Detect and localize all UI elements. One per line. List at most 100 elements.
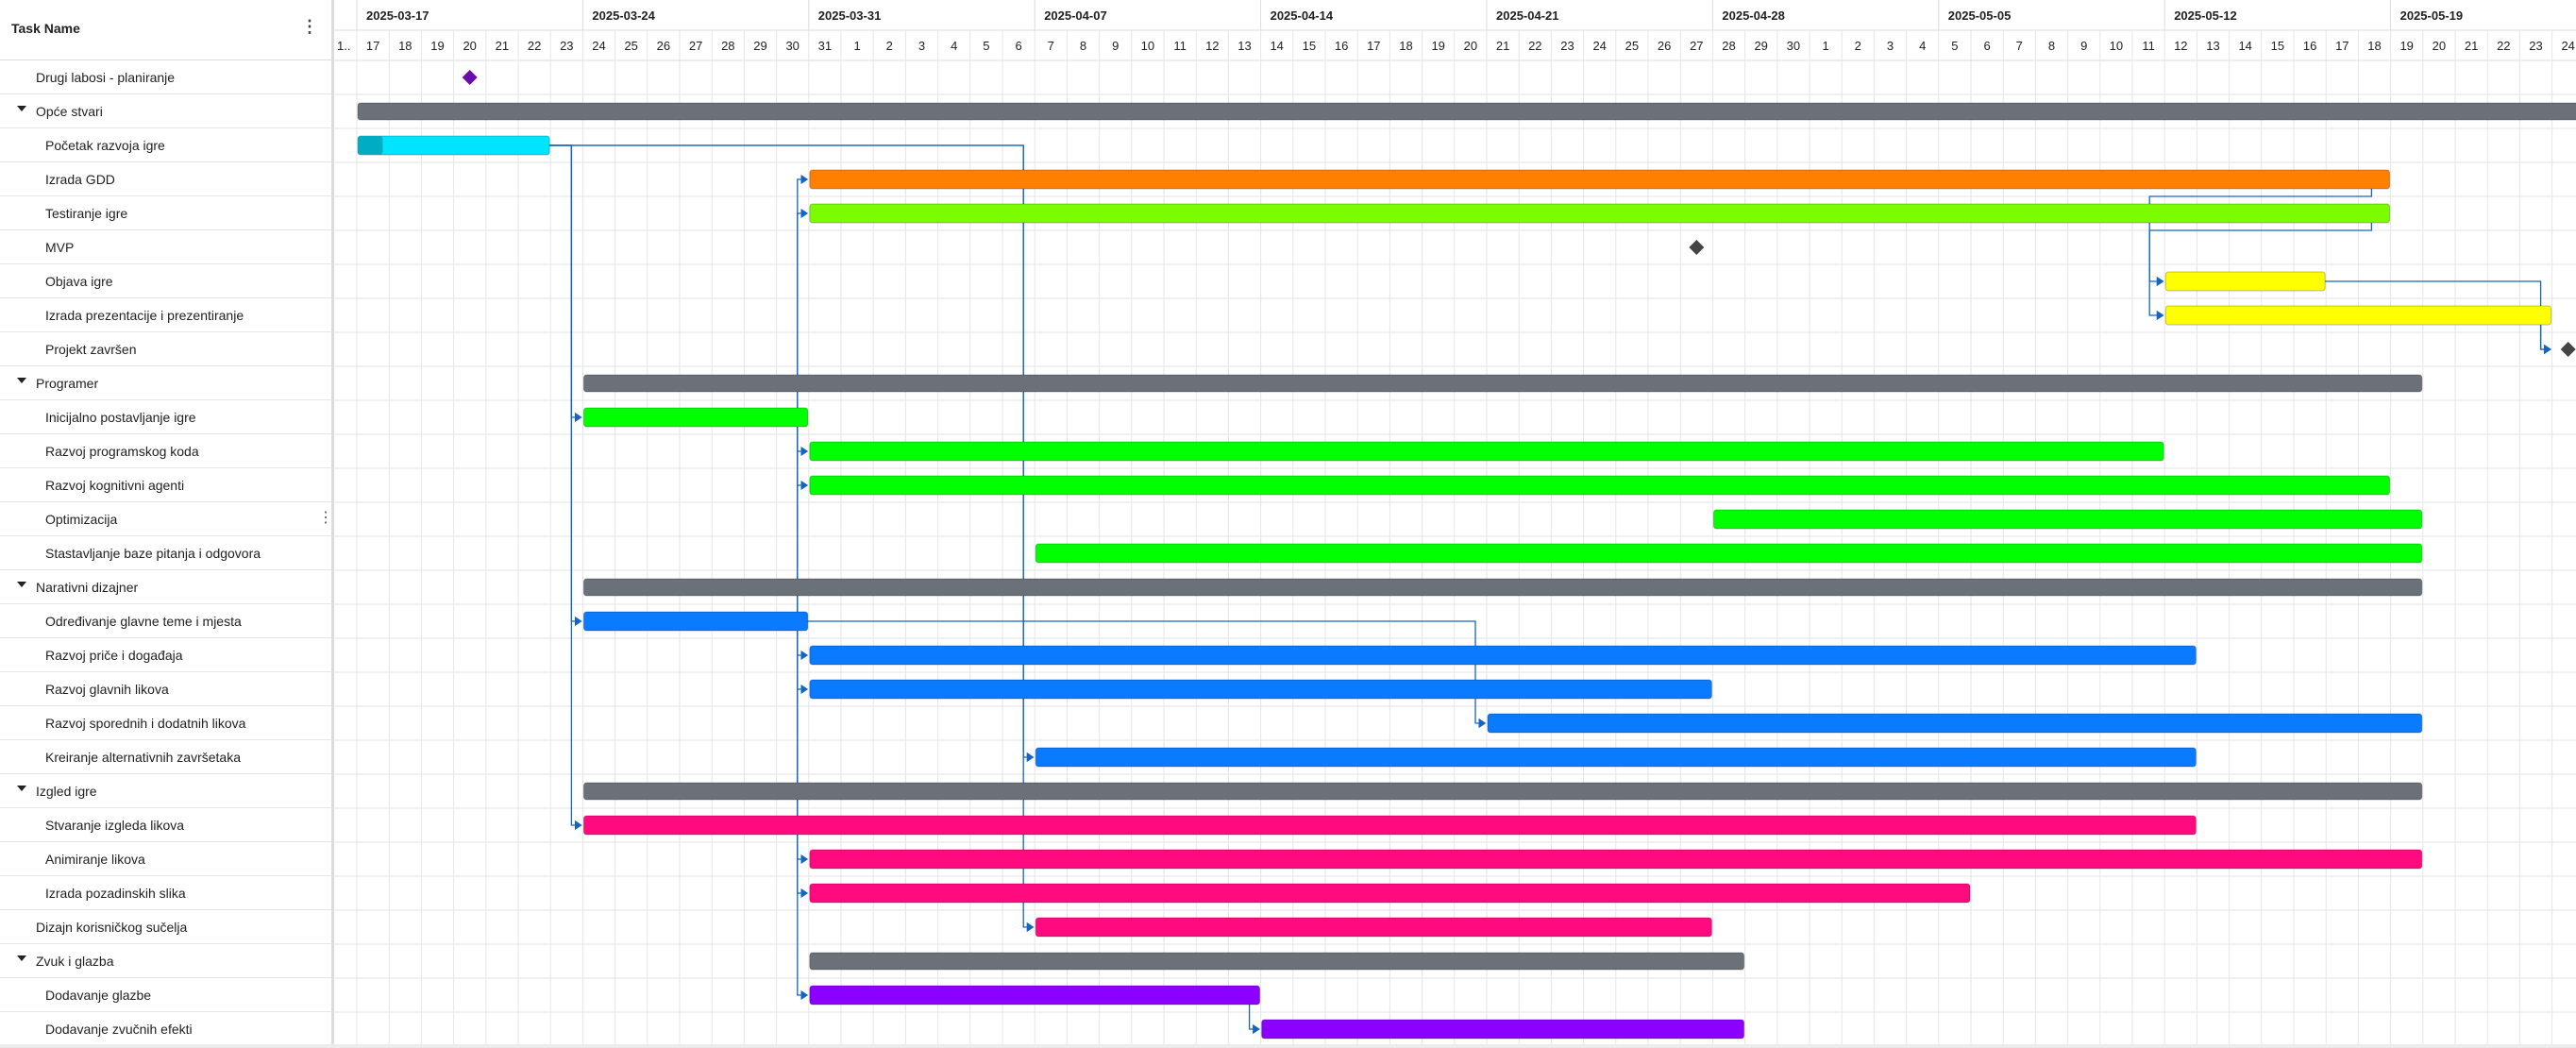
task-row[interactable]: Razvoj kognitivni agenti: [0, 468, 331, 502]
task-bar[interactable]: [1712, 509, 2423, 530]
task-bar[interactable]: [809, 679, 1712, 700]
task-row[interactable]: Programer: [0, 366, 331, 400]
task-row[interactable]: Dizajn korisničkog sučelja: [0, 910, 331, 944]
task-row[interactable]: Dodavanje glazbe: [0, 978, 331, 1012]
task-row[interactable]: Testiranje igre: [0, 196, 331, 230]
task-row[interactable]: Optimizacija⋮: [0, 502, 333, 536]
day-label: 4: [1919, 39, 1926, 53]
day-label: 24: [2561, 39, 2574, 53]
task-row[interactable]: Opće stvari: [0, 94, 331, 128]
day-label: 20: [2433, 39, 2446, 53]
collapse-caret-icon[interactable]: [17, 378, 26, 383]
task-row[interactable]: Animiranje likova: [0, 842, 331, 876]
milestone-diamond[interactable]: [462, 70, 478, 85]
task-name: Razvoj kognitivni agenti: [45, 478, 185, 493]
day-label: 2: [886, 39, 893, 53]
dependency-link[interactable]: [522, 144, 582, 831]
task-row[interactable]: Razvoj glavnih likova: [0, 672, 331, 706]
task-bar[interactable]: [809, 849, 2423, 870]
horizontal-scrollbar[interactable]: [0, 1044, 2576, 1048]
task-name: Izrada prezentacije i prezentiranje: [45, 308, 244, 323]
task-row[interactable]: Drugi labosi - planiranje: [0, 60, 331, 94]
task-row[interactable]: Razvoj programskog koda: [0, 434, 331, 468]
task-row[interactable]: Dodavanje zvučnih efekti: [0, 1012, 331, 1046]
task-row[interactable]: Određivanje glavne teme i mjesta: [0, 604, 331, 638]
milestone-diamond[interactable]: [2560, 342, 2576, 357]
task-name-column-header[interactable]: Task Name: [11, 21, 80, 36]
task-row[interactable]: Izrada GDD: [0, 162, 331, 196]
summary-bar[interactable]: [582, 374, 2423, 393]
task-bar[interactable]: [1487, 713, 2423, 734]
task-row[interactable]: Kreiranje alternativnih završetaka: [0, 740, 331, 774]
milestone-diamond[interactable]: [1689, 240, 1705, 255]
task-row[interactable]: Izrada pozadinskih slika: [0, 876, 331, 910]
day-label: 19: [430, 39, 444, 53]
task-bar[interactable]: [1035, 917, 1712, 938]
day-label: 30: [785, 39, 799, 53]
summary-bar[interactable]: [809, 952, 1745, 971]
day-label: 10: [1141, 39, 1154, 53]
day-label: 8: [2048, 39, 2055, 53]
task-row[interactable]: Početak razvoja igre: [0, 128, 331, 162]
task-bar[interactable]: [809, 645, 2197, 666]
task-name: Narativni dizajner: [36, 580, 139, 595]
day-label: 22: [2497, 39, 2510, 53]
task-bar[interactable]: [582, 407, 809, 428]
task-bar[interactable]: [809, 169, 2391, 190]
row-menu-icon[interactable]: ⋮: [318, 510, 333, 526]
task-row[interactable]: Stvaranje izgleda likova: [0, 808, 331, 842]
task-bar[interactable]: [809, 475, 2391, 496]
task-bar[interactable]: [582, 611, 809, 632]
task-bar[interactable]: [582, 815, 2197, 836]
week-label: 2025-04-07: [1044, 8, 1107, 23]
task-bar[interactable]: [809, 441, 2164, 462]
more-vert-icon[interactable]: ⋮: [301, 17, 318, 36]
collapse-caret-icon[interactable]: [17, 955, 26, 961]
day-label: 19: [2399, 39, 2413, 53]
week-label: 2025-03-24: [592, 8, 655, 23]
task-row[interactable]: Zvuk i glazba: [0, 944, 331, 978]
day-label: 1: [853, 39, 860, 53]
dependency-link[interactable]: [780, 620, 1487, 729]
task-name: Testiranje igre: [45, 206, 128, 221]
day-label: 27: [689, 39, 702, 53]
task-row[interactable]: Stastavljanje baze pitanja i odgovora: [0, 536, 331, 570]
day-label: 24: [1592, 39, 1606, 53]
task-row[interactable]: Inicijalno postavljanje igre: [0, 400, 331, 434]
summary-bar[interactable]: [582, 578, 2423, 597]
task-bar[interactable]: [1261, 1019, 1745, 1040]
task-bar[interactable]: [1035, 543, 2423, 564]
day-label: 29: [753, 39, 766, 53]
collapse-caret-icon[interactable]: [17, 786, 26, 791]
task-bar[interactable]: [2164, 305, 2552, 326]
task-row[interactable]: Razvoj sporednih i dodatnih likova: [0, 706, 331, 740]
task-bar[interactable]: [2164, 271, 2326, 292]
task-bar[interactable]: [1035, 747, 2197, 768]
task-row[interactable]: Projekt završen: [0, 332, 331, 366]
task-bar[interactable]: [357, 135, 550, 156]
task-progress: [358, 136, 383, 155]
week-label: 2025-05-12: [2174, 8, 2237, 23]
day-label: 11: [2142, 39, 2155, 53]
collapse-caret-icon[interactable]: [17, 106, 26, 111]
task-bar[interactable]: [809, 203, 2391, 224]
summary-bar[interactable]: [582, 782, 2423, 801]
task-row[interactable]: Narativni dizajner: [0, 570, 331, 604]
task-bar[interactable]: [809, 985, 1261, 1006]
task-row[interactable]: Razvoj priče i događaja: [0, 638, 331, 672]
task-bar[interactable]: [809, 883, 1971, 904]
task-name: Razvoj glavnih likova: [45, 682, 169, 697]
day-label: 25: [624, 39, 637, 53]
summary-bar[interactable]: [357, 102, 2576, 121]
day-label: 27: [1690, 39, 1703, 53]
task-row[interactable]: Izrada prezentacije i prezentiranje: [0, 298, 331, 332]
task-row[interactable]: Objava igre: [0, 264, 331, 298]
task-row[interactable]: Izgled igre: [0, 774, 331, 808]
collapse-caret-icon[interactable]: [17, 582, 26, 587]
day-label: 15: [1303, 39, 1316, 53]
task-row[interactable]: MVP: [0, 230, 331, 264]
